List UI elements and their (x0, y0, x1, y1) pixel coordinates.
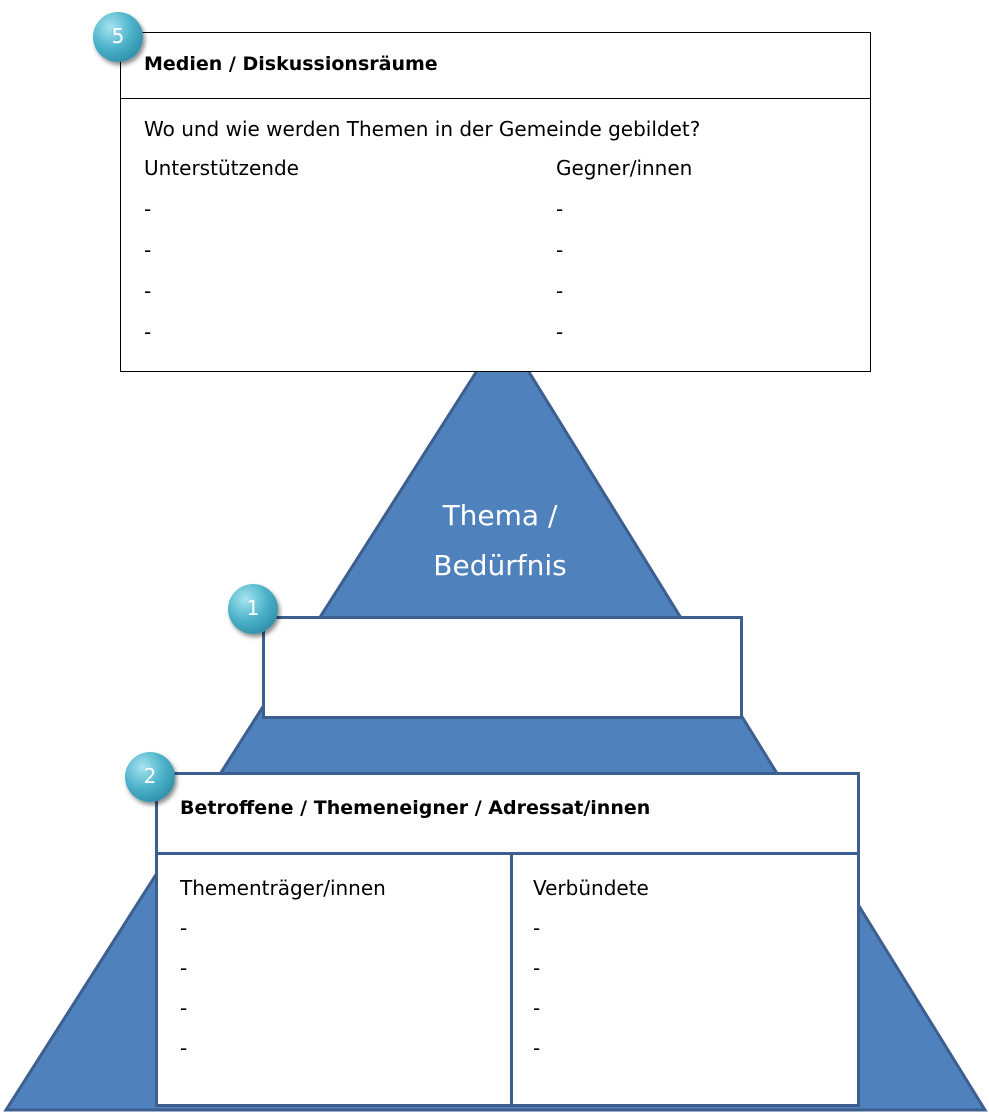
carriers-item: - (180, 996, 188, 1020)
supporters-header: Unterstützende (144, 156, 299, 180)
media-box: Medien / Diskussionsräume Wo und wie wer… (120, 32, 871, 372)
affected-box: Betroffene / Themeneigner / Adressat/inn… (155, 772, 860, 1107)
opponents-item: - (556, 197, 564, 221)
column-divider (510, 855, 513, 1107)
opponents-header: Gegner/innen (556, 156, 693, 180)
allies-item: - (533, 956, 541, 980)
supporters-item: - (144, 279, 152, 303)
supporters-item: - (144, 238, 152, 262)
opponents-item: - (556, 320, 564, 344)
step-badge-5: 5 (93, 12, 143, 62)
affected-box-header: Betroffene / Themeneigner / Adressat/inn… (158, 775, 857, 855)
apex-label-line1: Thema / (442, 499, 558, 532)
allies-column: Verbündete - - - - (533, 875, 649, 1075)
opponents-item: - (556, 279, 564, 303)
allies-item: - (533, 996, 541, 1020)
carriers-column: Thementräger/innen - - - - (180, 875, 386, 1075)
affected-box-title: Betroffene / Themeneigner / Adressat/inn… (180, 797, 651, 819)
media-box-title: Medien / Diskussionsräume (144, 53, 438, 75)
media-box-header: Medien / Diskussionsräume (121, 33, 870, 99)
opponents-column: Gegner/innen - - - - (556, 155, 692, 360)
carriers-item: - (180, 1036, 188, 1060)
supporters-column: Unterstützende - - - - (144, 155, 299, 360)
carriers-item: - (180, 916, 188, 940)
opponents-item: - (556, 238, 564, 262)
topic-box (262, 616, 743, 719)
carriers-header: Thementräger/innen (180, 876, 386, 900)
supporters-item: - (144, 197, 152, 221)
allies-item: - (533, 916, 541, 940)
allies-item: - (533, 1036, 541, 1060)
apex-label-line2: Bedürfnis (433, 549, 567, 582)
media-box-question: Wo und wie werden Themen in der Gemeinde… (144, 117, 701, 141)
supporters-item: - (144, 320, 152, 344)
allies-header: Verbündete (533, 876, 649, 900)
step-badge-2: 2 (125, 752, 175, 802)
step-badge-1: 1 (228, 584, 278, 634)
carriers-item: - (180, 956, 188, 980)
